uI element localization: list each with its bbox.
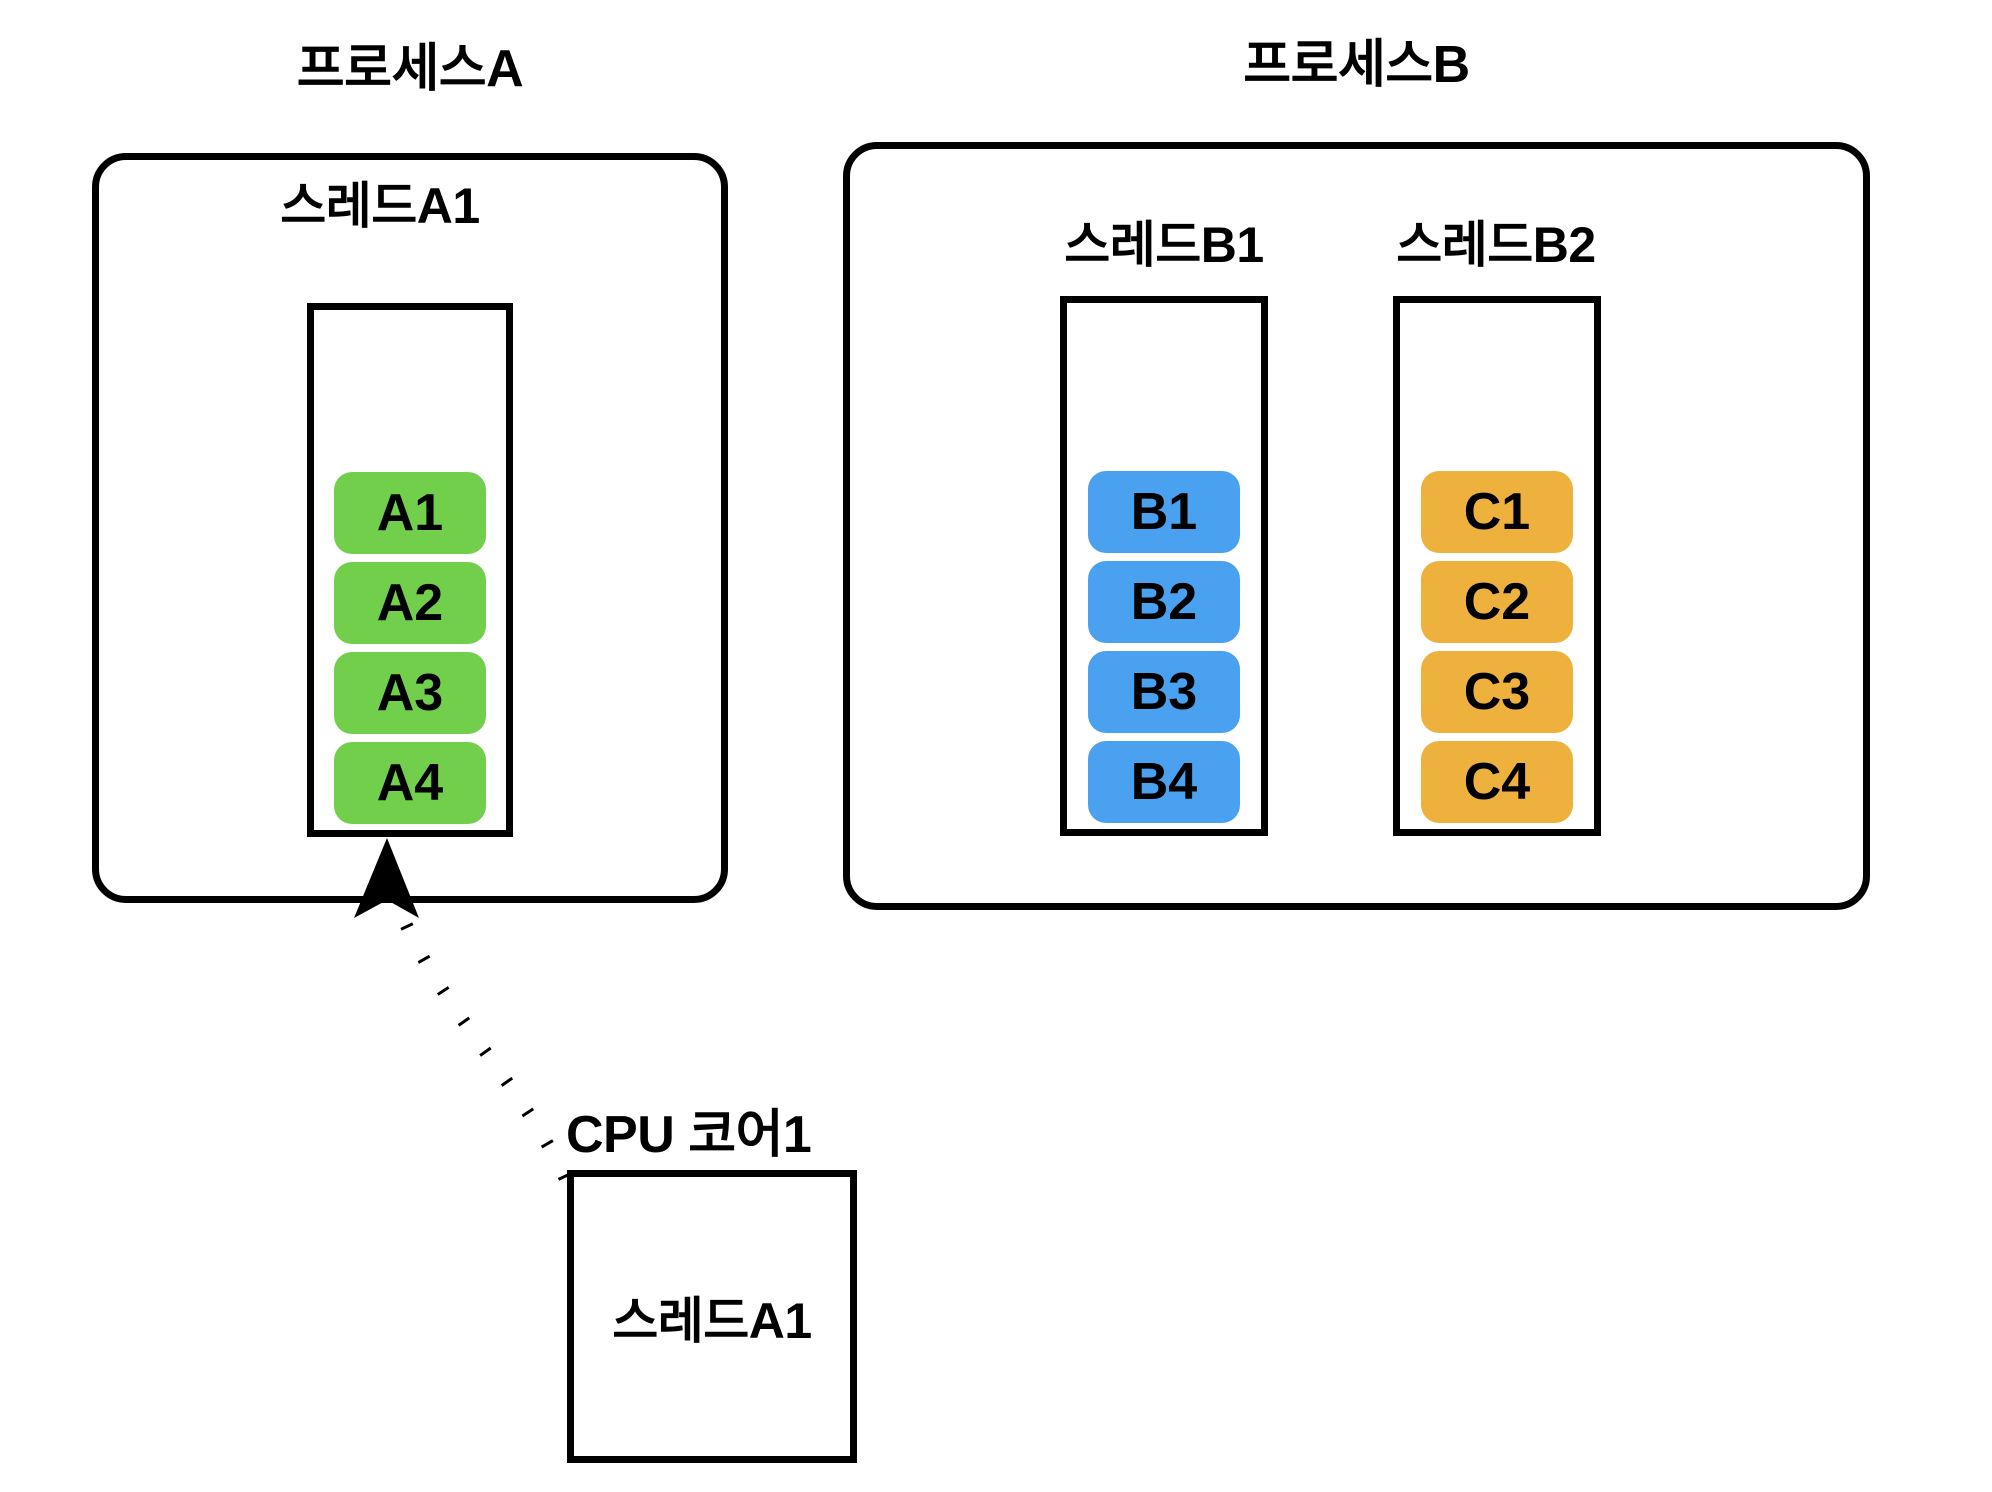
task-chip[interactable]: C2: [1421, 561, 1573, 643]
task-chip[interactable]: B3: [1088, 651, 1240, 733]
task-chip[interactable]: B4: [1088, 741, 1240, 823]
thread-a1-queue: A1 A2 A3 A4: [307, 303, 513, 837]
thread-b1-title: 스레드B1: [1064, 217, 1264, 273]
thread-b1-queue: B1 B2 B3 B4: [1060, 296, 1268, 836]
task-chip[interactable]: A1: [334, 472, 486, 554]
task-chip[interactable]: B2: [1088, 561, 1240, 643]
process-b-title: 프로세스B: [1243, 36, 1470, 94]
cpu-core-title: CPU 코어1: [566, 1106, 812, 1164]
cpu-core-box: 스레드A1: [567, 1170, 857, 1463]
task-chip[interactable]: C1: [1421, 471, 1573, 553]
task-chip[interactable]: A2: [334, 562, 486, 644]
task-chip[interactable]: A3: [334, 652, 486, 734]
task-chip[interactable]: C3: [1421, 651, 1573, 733]
thread-b2-title: 스레드B2: [1396, 217, 1596, 273]
task-chip[interactable]: B1: [1088, 471, 1240, 553]
dotted-dispatch-arrow: [385, 887, 571, 1181]
process-b-box: [843, 142, 1870, 910]
cpu-running-thread-label: 스레드A1: [612, 1292, 812, 1349]
task-chip[interactable]: C4: [1421, 741, 1573, 823]
thread-b2-queue: C1 C2 C3 C4: [1393, 296, 1601, 836]
thread-a1-title: 스레드A1: [280, 178, 480, 234]
process-a-title: 프로세스A: [296, 40, 524, 98]
task-chip[interactable]: A4: [334, 742, 486, 824]
